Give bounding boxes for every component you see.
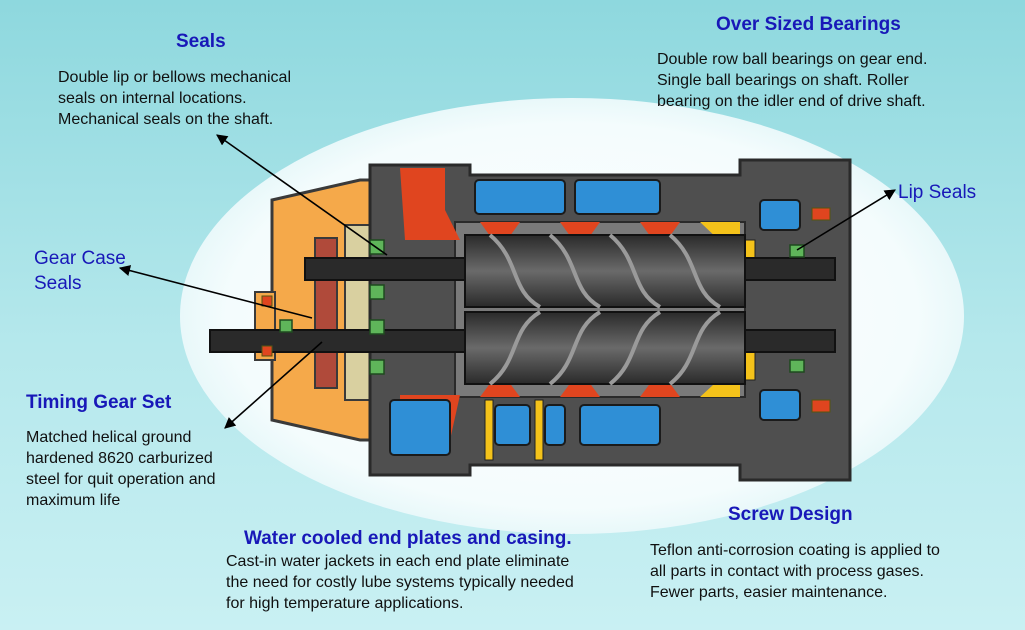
timing-gear-arrow bbox=[224, 341, 323, 429]
screw-design-line-2: all parts in contact with process gases. bbox=[650, 563, 924, 580]
seals-line-1: Double lip or bellows mechanical bbox=[58, 69, 292, 86]
gear-case-seals-arrow bbox=[118, 265, 313, 319]
screw-design-line-1: Teflon anti-corrosion coating is applied… bbox=[650, 542, 940, 559]
water-cooled-description: Cast-in water jackets in each end plate … bbox=[226, 551, 574, 614]
gear-case-seals-line-1: Gear Case bbox=[34, 248, 126, 269]
drive-shaft bbox=[209, 257, 836, 353]
gear-case-seals-line-2: Seals bbox=[34, 273, 82, 294]
seals-line-2: seals on internal locations. bbox=[58, 90, 247, 107]
water-jackets bbox=[389, 179, 801, 456]
screw-rotors bbox=[464, 233, 746, 386]
lip-seals-label: Lip Seals bbox=[898, 180, 976, 205]
lip-seals-title: Lip Seals bbox=[898, 182, 977, 203]
seals-line-3: Mechanical seals on the shaft. bbox=[58, 111, 274, 128]
bearings bbox=[279, 239, 805, 375]
timing-gear-line-3: steel for quit operation and bbox=[26, 471, 216, 488]
water-cooled-line-1: Cast-in water jackets in each end plate … bbox=[226, 553, 570, 570]
seals-arrow bbox=[216, 134, 388, 256]
water-cooled-line-3: for high temperature applications. bbox=[226, 595, 464, 612]
bearings-line-3: bearing on the idler end of drive shaft. bbox=[657, 93, 926, 110]
screw-design-line-3: Fewer parts, easier maintenance. bbox=[650, 584, 888, 601]
yellow-spacers bbox=[484, 239, 756, 461]
water-cooled-line-2: the need for costly lube systems typical… bbox=[226, 574, 574, 591]
timing-gear-line-2: hardened 8620 carburized bbox=[26, 450, 213, 467]
bearings-line-1: Double row ball bearings on gear end. bbox=[657, 51, 928, 68]
screw-design-description: Teflon anti-corrosion coating is applied… bbox=[650, 540, 940, 603]
seal-bolts bbox=[261, 207, 831, 413]
timing-gear-title: Timing Gear Set bbox=[26, 392, 172, 413]
seals-title: Seals bbox=[176, 31, 226, 52]
timing-gear-line-4: maximum life bbox=[26, 492, 121, 509]
screw-design-title: Screw Design bbox=[728, 504, 853, 525]
bearings-arrow bbox=[796, 189, 896, 251]
bearings-description: Double row ball bearings on gear end. Si… bbox=[657, 49, 927, 112]
gear-case-seals-label: Gear Case Seals bbox=[34, 246, 126, 296]
timing-gear-line-1: Matched helical ground bbox=[26, 429, 192, 446]
bearings-line-2: Single ball bearings on shaft. Roller bbox=[657, 72, 909, 89]
bearings-title: Over Sized Bearings bbox=[716, 14, 901, 35]
timing-gear-description: Matched helical ground hardened 8620 car… bbox=[26, 427, 215, 511]
seals-description: Double lip or bellows mechanical seals o… bbox=[58, 67, 291, 130]
water-cooled-title: Water cooled end plates and casing. bbox=[244, 528, 572, 549]
gear-case bbox=[254, 178, 376, 442]
